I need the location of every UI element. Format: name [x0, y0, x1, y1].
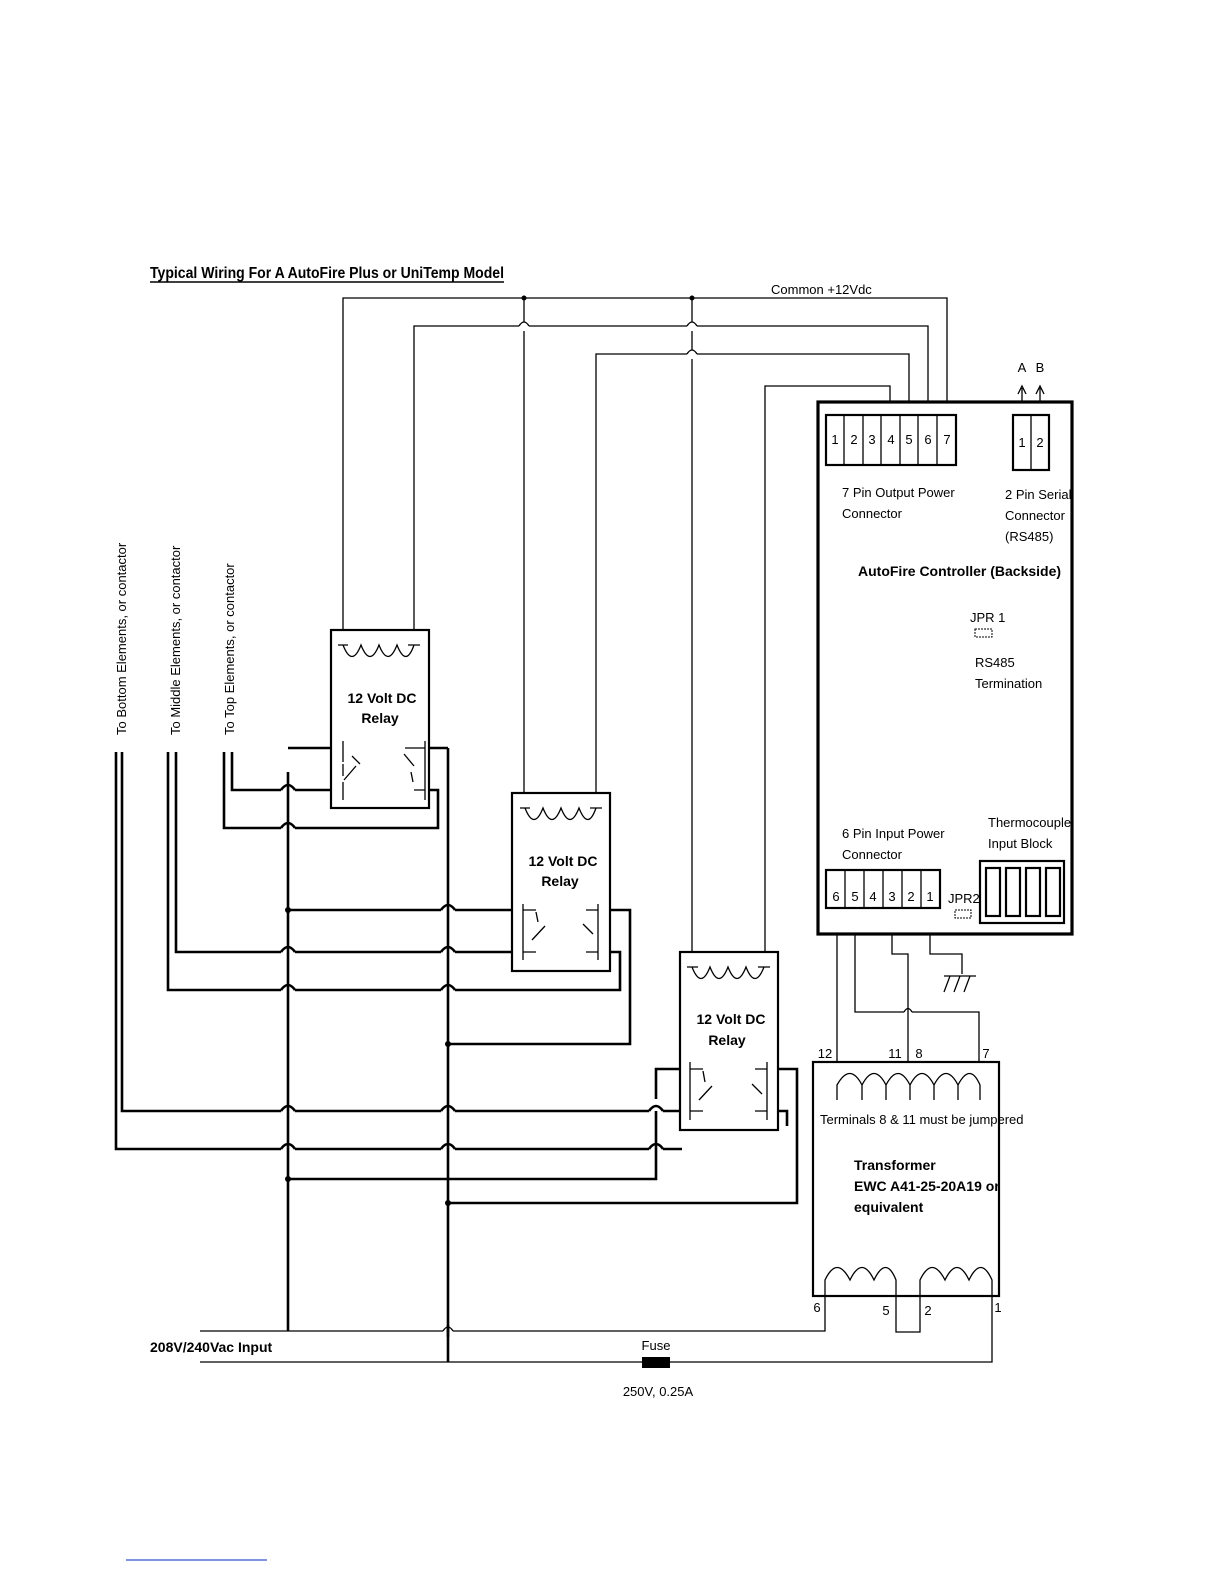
output-pin-5: 5: [905, 432, 912, 447]
jpr1-desc-line2: Termination: [975, 676, 1042, 691]
primary-terminal-8: 8: [915, 1046, 922, 1061]
output-pin-2: 2: [850, 432, 857, 447]
primary-terminal-11: 11: [888, 1046, 902, 1061]
transformer: 12 11 8 7 Terminals 8 & 11 must be jumpe…: [811, 1046, 1024, 1318]
relay-1-label-line2: Relay: [361, 710, 399, 726]
serial-connector-label-line2: Connector: [1005, 508, 1066, 523]
control-wiring: [200, 295, 1045, 1363]
input-pin-4: 4: [869, 889, 876, 904]
relay-3: 12 Volt DC Relay: [678, 950, 780, 1132]
output-power-connector: 1 2 3 4 5 6 7: [824, 413, 958, 467]
input-pin-5: 5: [851, 889, 858, 904]
output-connector-label-line1: 7 Pin Output Power: [842, 485, 955, 500]
relay-1-label-line1: 12 Volt DC: [348, 690, 417, 706]
relay-1: 12 Volt DC Relay: [329, 628, 431, 810]
primary-terminal-12: 12: [818, 1046, 832, 1061]
input-connector-label-line2: Connector: [842, 847, 903, 862]
input-pin-1: 1: [926, 889, 933, 904]
output-pin-3: 3: [868, 432, 875, 447]
secondary-terminal-2: 2: [924, 1303, 931, 1318]
thermocouple-block: [978, 859, 1066, 925]
jpr2-label: JPR2: [948, 891, 980, 906]
middle-elements-label: To Middle Elements, or contactor: [168, 545, 183, 735]
common-12vdc-label: Common +12Vdc: [771, 282, 872, 297]
serial-label-b: B: [1036, 360, 1045, 375]
secondary-terminal-5: 5: [882, 1303, 889, 1318]
controller-name: AutoFire Controller (Backside): [858, 563, 1061, 579]
serial-pin-1: 1: [1018, 435, 1025, 450]
transformer-name-line3: equivalent: [854, 1199, 924, 1215]
relay-3-label-line2: Relay: [708, 1032, 746, 1048]
output-pin-7: 7: [943, 432, 950, 447]
jpr1-label: JPR 1: [970, 610, 1005, 625]
serial-connector: 1 2: [1011, 413, 1051, 472]
serial-pin-2: 2: [1036, 435, 1043, 450]
jpr1-desc-line1: RS485: [975, 655, 1015, 670]
secondary-terminal-1: 1: [994, 1300, 1001, 1315]
input-pin-2: 2: [907, 889, 914, 904]
secondary-terminal-6: 6: [813, 1300, 820, 1315]
fuse-rating: 250V, 0.25A: [623, 1384, 694, 1399]
primary-terminal-7: 7: [982, 1046, 989, 1061]
top-elements-label: To Top Elements, or contactor: [222, 563, 237, 735]
thermocouple-label-line1: Thermocouple: [988, 815, 1071, 830]
relay-3-label-line1: 12 Volt DC: [697, 1011, 766, 1027]
transformer-name-line1: Transformer: [854, 1157, 936, 1173]
input-connector-label-line1: 6 Pin Input Power: [842, 826, 945, 841]
output-pin-6: 6: [924, 432, 931, 447]
serial-connector-label-line3: (RS485): [1005, 529, 1053, 544]
serial-connector-label-line1: 2 Pin Serial: [1005, 487, 1072, 502]
relay-2-label-line2: Relay: [541, 873, 579, 889]
bottom-elements-label: To Bottom Elements, or contactor: [114, 542, 129, 735]
fuse-label: Fuse: [642, 1338, 671, 1353]
input-pin-6: 6: [832, 889, 839, 904]
power-wiring: [114, 746, 799, 1362]
thermocouple-label-line2: Input Block: [988, 836, 1053, 851]
ac-input-label: 208V/240Vac Input: [150, 1339, 273, 1355]
relay-2: 12 Volt DC Relay: [510, 791, 612, 973]
relay-2-label-line1: 12 Volt DC: [529, 853, 598, 869]
input-pin-3: 3: [888, 889, 895, 904]
input-power-connector: 6 5 4 3 2 1: [824, 868, 942, 910]
jpr2-jumper: [954, 909, 972, 919]
diagram-title: Typical Wiring For A AutoFire Plus or Un…: [150, 265, 504, 282]
output-pin-4: 4: [887, 432, 894, 447]
autofire-controller: 1 2 3 4 5 6 7 7 Pin Output Power Connect…: [816, 400, 1074, 936]
fuse: Fuse 250V, 0.25A: [623, 1338, 694, 1399]
output-pin-1: 1: [831, 432, 838, 447]
serial-label-a: A: [1018, 360, 1027, 375]
output-connector-label-line2: Connector: [842, 506, 903, 521]
transformer-name-line2: EWC A41-25-20A19 or: [854, 1178, 1000, 1194]
fuse-body: [642, 1357, 670, 1368]
transformer-jumper-note: Terminals 8 & 11 must be jumpered: [820, 1112, 1024, 1127]
jpr1-jumper: [974, 628, 993, 638]
